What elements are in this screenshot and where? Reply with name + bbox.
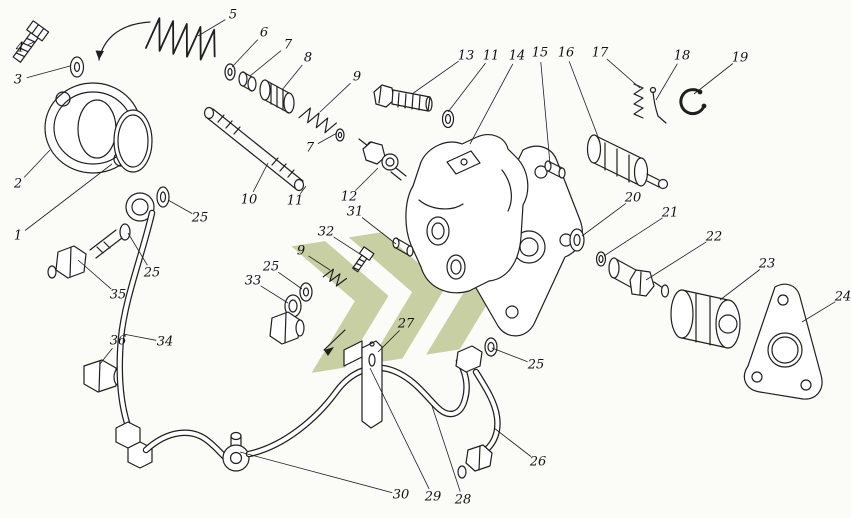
- leader-line: [491, 347, 528, 363]
- part-spring-9: [298, 107, 337, 134]
- part-bracket-27: [343, 340, 383, 429]
- leader-line: [655, 63, 678, 101]
- part-bushing-8: [259, 79, 295, 114]
- part-bolt-13: [373, 84, 433, 112]
- leader-line: [568, 61, 601, 143]
- leader-line: [278, 271, 303, 290]
- leader-line: [469, 63, 514, 145]
- leader-line: [581, 203, 627, 237]
- part-washer-25c: [299, 282, 313, 302]
- leader-line: [719, 269, 761, 301]
- part-washer-3: [69, 56, 85, 78]
- leader-line: [369, 367, 430, 490]
- part-pipe-30: [142, 429, 250, 472]
- part-stud-10: [203, 106, 305, 192]
- leader-line: [693, 63, 734, 95]
- leader-line: [24, 163, 113, 231]
- part-hose-26: [457, 368, 501, 479]
- assembly-arrow-icon: [95, 21, 151, 61]
- leader-line: [299, 185, 307, 194]
- leader-line: [231, 39, 259, 68]
- leader-line: [99, 347, 113, 365]
- part-pipe-34: [115, 209, 156, 469]
- part-valve-7: [238, 71, 257, 92]
- part-fitting-22: [608, 257, 670, 298]
- leader-line: [355, 167, 379, 191]
- leader-line: [122, 333, 157, 341]
- leader-line: [333, 236, 361, 255]
- part-spring-9b: [322, 268, 348, 287]
- leader-line: [447, 62, 486, 113]
- leader-line: [127, 232, 148, 266]
- leader-line: [23, 149, 51, 178]
- part-bolt-32: [352, 246, 375, 273]
- leader-line: [361, 217, 397, 245]
- part-pin-18: [649, 86, 667, 124]
- part-union-25d: [455, 337, 498, 373]
- parts-drawing: [12, 17, 823, 479]
- leader-lines-layer: [23, 19, 836, 494]
- leader-line: [26, 65, 71, 79]
- part-stud-15: [544, 160, 566, 179]
- part-washer-20: [569, 228, 585, 252]
- part-pump-body-14: [405, 134, 529, 294]
- leader-line: [281, 64, 303, 91]
- leader-line: [540, 61, 551, 165]
- part-washer-11: [441, 109, 455, 129]
- part-washer-7b: [335, 128, 345, 142]
- part-elbow-35: [47, 192, 155, 279]
- part-plug-36: [83, 359, 123, 393]
- leader-line: [77, 259, 112, 290]
- leader-line: [308, 255, 331, 271]
- part-bolt-4: [12, 20, 50, 63]
- part-plug-33b: [269, 311, 305, 345]
- leader-line: [260, 285, 289, 304]
- leader-line: [167, 199, 193, 214]
- leader-line: [493, 427, 532, 457]
- part-snapring-19: [679, 88, 707, 116]
- leader-line: [252, 162, 269, 193]
- part-washer-25a: [156, 186, 170, 208]
- part-valve-12: [358, 138, 407, 181]
- part-washer-6: [224, 63, 236, 81]
- leader-line: [317, 132, 338, 144]
- part-ring-21: [595, 251, 607, 267]
- part-cap-23: [670, 289, 741, 349]
- part-spring-5: [144, 17, 216, 61]
- part-gasket-1: [113, 109, 153, 173]
- leader-line: [645, 241, 707, 281]
- leader-line: [28, 41, 35, 45]
- leader-line: [606, 58, 641, 89]
- leader-line: [411, 60, 459, 95]
- part-gasket-24: [743, 283, 823, 400]
- direction-arrow-icon: [323, 329, 346, 356]
- part-plunger-16: [586, 134, 669, 190]
- leader-line: [801, 301, 836, 323]
- part-stud-31: [392, 237, 414, 257]
- part-pipe-29: [245, 357, 470, 458]
- leader-line: [377, 330, 400, 353]
- leader-line: [319, 82, 351, 113]
- leader-line: [197, 19, 226, 37]
- leader-line: [431, 405, 461, 492]
- leader-line: [603, 217, 663, 257]
- leader-line: [249, 50, 282, 77]
- part-spring-17: [633, 83, 644, 119]
- leader-line: [239, 451, 393, 494]
